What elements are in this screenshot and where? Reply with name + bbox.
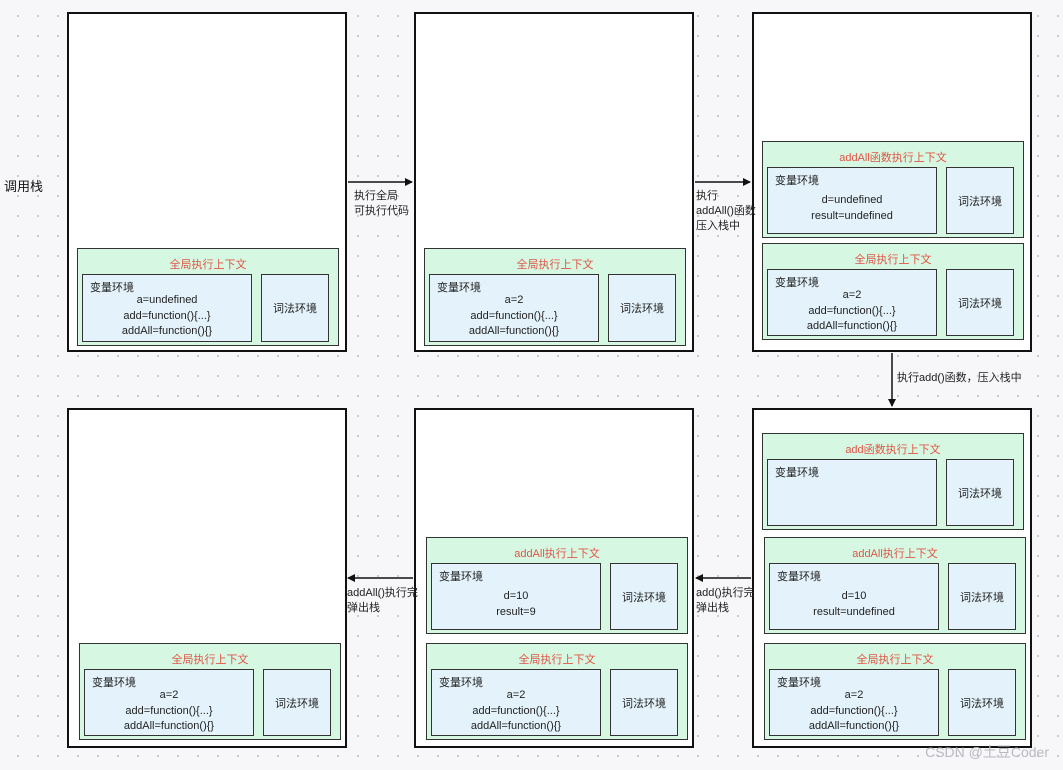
context-title: addAll执行上下文 <box>852 548 938 560</box>
variable-value: result=undefined <box>811 209 893 222</box>
variable-value: add=function(){...} <box>808 304 896 317</box>
variable-value: add=function(){...} <box>470 309 558 322</box>
variable-environment-title: 变量环境 <box>439 677 483 689</box>
variable-environment-title: 变量环境 <box>439 571 483 583</box>
global-context: 全局执行上下文 变量环境 a=2 add=function(){...} add… <box>762 243 1024 340</box>
variable-value: result=9 <box>496 605 536 618</box>
variable-value: add=function(){...} <box>472 704 560 717</box>
variable-value: d=undefined <box>821 194 883 206</box>
variable-environment: 变量环境 d=10 result=undefined <box>769 563 939 630</box>
global-context: 全局执行上下文 变量环境 a=2 add=function(){...} add… <box>424 248 686 346</box>
variable-environment: 变量环境 a=2 add=function(){...} addAll=func… <box>431 669 601 736</box>
variable-environment-title: 变量环境 <box>775 277 819 289</box>
stack-frame-3: addAll函数执行上下文 变量环境 d=undefined result=un… <box>752 12 1032 352</box>
variable-environment: 变量环境 d=10 result=9 <box>431 563 601 630</box>
variable-environment: 变量环境 d=undefined result=undefined <box>767 167 937 234</box>
variable-value: addAll=function(){} <box>121 325 213 337</box>
context-title: 全局执行上下文 <box>856 654 934 666</box>
context-title: 全局执行上下文 <box>518 654 596 666</box>
stack-frame-1: 全局执行上下文 变量环境 a=undefined add=function(){… <box>67 12 347 352</box>
lexical-environment: 词法环境 <box>946 459 1014 526</box>
variable-environment-title: 变量环境 <box>437 282 481 294</box>
variable-value: result=undefined <box>813 605 895 618</box>
variable-value: add=function(){...} <box>123 309 211 322</box>
global-context: 全局执行上下文 变量环境 a=2 add=function(){...} add… <box>426 643 688 740</box>
add-function-context: add函数执行上下文 变量环境 词法环境 <box>762 433 1024 530</box>
global-context: 全局执行上下文 变量环境 a=2 add=function(){...} add… <box>764 643 1026 740</box>
variable-value: a=2 <box>504 294 524 306</box>
variable-environment: 变量环境 a=2 add=function(){...} addAll=func… <box>84 669 254 736</box>
call-stack-title: 调用栈 <box>4 179 44 194</box>
variable-value: add=function(){...} <box>810 704 898 717</box>
variable-value: addAll=function(){} <box>468 325 560 337</box>
variable-environment-title: 变量环境 <box>777 571 821 583</box>
lexical-environment: 词法环境 <box>610 669 678 736</box>
context-title: 全局执行上下文 <box>854 254 932 266</box>
lexical-environment: 词法环境 <box>261 274 329 342</box>
context-title: add函数执行上下文 <box>845 444 941 456</box>
variable-value: d=10 <box>841 590 867 602</box>
global-context: 全局执行上下文 变量环境 a=2 add=function(){...} add… <box>79 643 341 740</box>
arrow-label-execute-addall: 执行 addAll()函数 压入栈中 <box>696 190 756 232</box>
addall-context: addAll执行上下文 变量环境 d=10 result=undefined 词… <box>764 537 1026 634</box>
variable-environment-title: 变量环境 <box>775 175 819 187</box>
variable-environment: 变量环境 <box>767 459 937 526</box>
lexical-environment: 词法环境 <box>946 269 1014 336</box>
context-title: 全局执行上下文 <box>169 259 247 271</box>
context-title: 全局执行上下文 <box>516 259 594 271</box>
variable-value: a=2 <box>159 689 179 701</box>
lexical-environment: 词法环境 <box>610 563 678 630</box>
variable-environment: 变量环境 a=2 add=function(){...} addAll=func… <box>429 274 599 342</box>
variable-environment-title: 变量环境 <box>92 677 136 689</box>
addall-function-context: addAll函数执行上下文 变量环境 d=undefined result=un… <box>762 141 1024 238</box>
addall-context: addAll执行上下文 变量环境 d=10 result=9 词法环境 <box>426 537 688 634</box>
variable-environment-title: 变量环境 <box>90 282 134 294</box>
variable-value: a=2 <box>842 289 862 301</box>
context-title: addAll函数执行上下文 <box>839 152 947 164</box>
variable-environment: 变量环境 a=undefined add=function(){...} add… <box>82 274 252 342</box>
stack-frame-6: 全局执行上下文 变量环境 a=2 add=function(){...} add… <box>67 408 347 748</box>
stack-frame-4: add函数执行上下文 变量环境 词法环境 addAll执行上下文 变量环境 d=… <box>752 408 1032 748</box>
variable-value: addAll=function(){} <box>808 720 900 732</box>
lexical-environment: 词法环境 <box>608 274 676 342</box>
variable-value: a=undefined <box>136 294 198 306</box>
stack-frame-2: 全局执行上下文 变量环境 a=2 add=function(){...} add… <box>414 12 694 352</box>
arrow-label-addall-pop: addAll()执行完 弹出栈 <box>347 587 418 614</box>
variable-value: addAll=function(){} <box>806 320 898 332</box>
variable-value: a=2 <box>844 689 864 701</box>
context-title: 全局执行上下文 <box>171 654 249 666</box>
arrow-label-add-pop: add()执行完 弹出栈 <box>696 587 755 614</box>
lexical-environment: 词法环境 <box>948 563 1016 630</box>
variable-value: addAll=function(){} <box>470 720 562 732</box>
global-context: 全局执行上下文 变量环境 a=undefined add=function(){… <box>77 248 339 346</box>
variable-value: d=10 <box>503 590 529 602</box>
variable-environment-title: 变量环境 <box>777 677 821 689</box>
variable-value: add=function(){...} <box>125 704 213 717</box>
variable-environment: 变量环境 a=2 add=function(){...} addAll=func… <box>769 669 939 736</box>
context-title: addAll执行上下文 <box>514 548 600 560</box>
variable-environment: 变量环境 a=2 add=function(){...} addAll=func… <box>767 269 937 336</box>
lexical-environment: 词法环境 <box>948 669 1016 736</box>
variable-value: addAll=function(){} <box>123 720 215 732</box>
variable-environment-title: 变量环境 <box>775 467 819 479</box>
stack-frame-5: addAll执行上下文 变量环境 d=10 result=9 词法环境 全局执行… <box>414 408 694 748</box>
arrow-label-execute-global: 执行全局 可执行代码 <box>354 190 409 217</box>
lexical-environment: 词法环境 <box>263 669 331 736</box>
arrow-label-execute-add: 执行add()函数，压入栈中 <box>897 372 1022 384</box>
watermark: CSDN @土豆Coder <box>925 744 1049 760</box>
lexical-environment: 词法环境 <box>946 167 1014 234</box>
variable-value: a=2 <box>506 689 526 701</box>
